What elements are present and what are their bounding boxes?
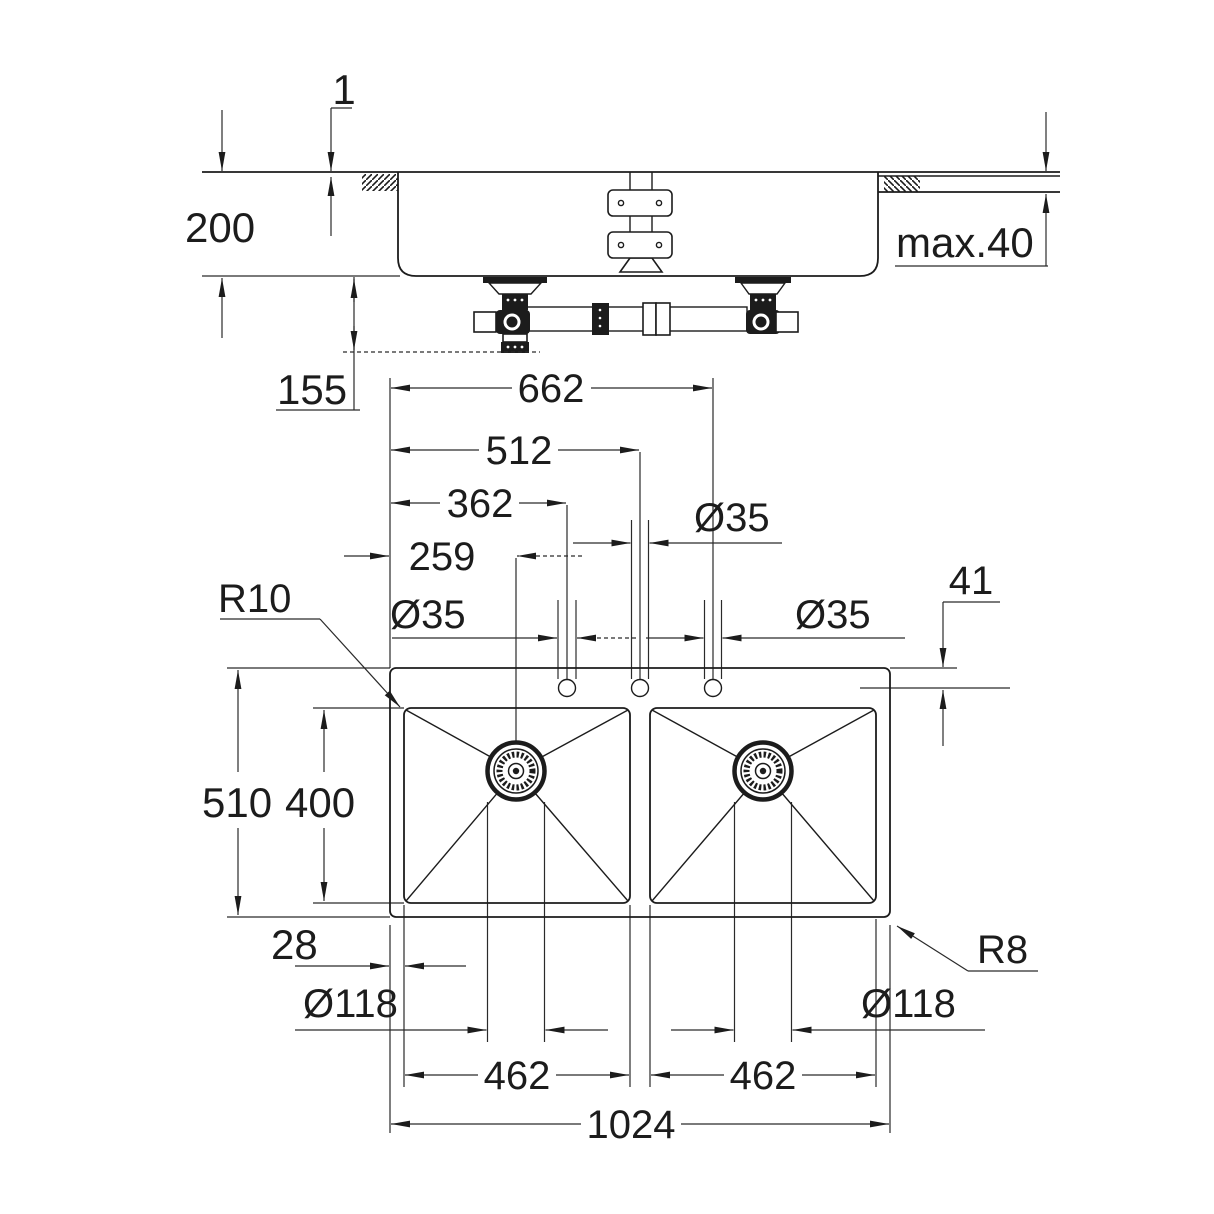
- dim-rim-height-label: 1: [332, 66, 355, 113]
- drain-trap-left: [473, 277, 547, 353]
- dim-counter-thickness-label: max.40: [896, 219, 1034, 266]
- dim-462-right-label: 462: [730, 1054, 797, 1098]
- counter-section: [202, 171, 1060, 193]
- dim-sink-depth: 200: [185, 110, 255, 338]
- dim-counter-thickness: max.40: [895, 112, 1050, 267]
- dim-tap-hole-dia-center: Ø35: [573, 496, 782, 547]
- screw-hole: [617, 241, 625, 249]
- bowl-left: [403, 707, 631, 904]
- counter-hatch-right: [884, 176, 920, 192]
- dim-dia118-left-label: Ø118: [303, 982, 398, 1026]
- dim-overall-width: 1024: [391, 1103, 889, 1147]
- clamp-plate-upper: [607, 189, 673, 217]
- clamp-plate-lower: [607, 231, 673, 259]
- dim-bowl-width-right: 462: [651, 1054, 875, 1098]
- dim-512-label: 512: [486, 429, 553, 473]
- dim-28-label: 28: [271, 921, 318, 968]
- dim-rim-height: 1: [327, 66, 356, 236]
- sink-outer-plan: [389, 667, 891, 918]
- dim-41-label: 41: [949, 559, 994, 603]
- side-view: 1 200 155 max.40: [185, 66, 1060, 413]
- dim-259-label: 259: [409, 535, 476, 579]
- dim-dia118-right-label: Ø118: [861, 982, 956, 1026]
- dim-dia35-left-label: Ø35: [390, 593, 466, 637]
- dim-400-label: 400: [285, 779, 355, 826]
- tap-hole-center: [630, 678, 650, 698]
- dim-bowl-corner-radius: R10: [218, 577, 401, 708]
- dim-362-label: 362: [447, 482, 514, 526]
- dim-bowl-depth: 400: [285, 710, 355, 901]
- dim-tap-hole-right-offset: 662: [391, 367, 712, 411]
- plan-view: 662 512 362 Ø35 259 Ø35: [202, 367, 1038, 1147]
- extension-lines: [227, 378, 1010, 1133]
- dim-r10-label: R10: [218, 577, 291, 621]
- dim-bowl-edge-inset: 28: [271, 921, 466, 970]
- dim-tap-hole-center-offset: 512: [391, 429, 639, 473]
- dim-510-label: 510: [202, 779, 272, 826]
- screw-hole: [655, 199, 663, 207]
- dim-dia35-right-label: Ø35: [795, 593, 871, 637]
- bowl-right: [649, 707, 877, 904]
- tap-hole-left: [557, 678, 577, 698]
- dim-tap-hole-back-offset: 41: [939, 559, 1000, 746]
- dim-tap-hole-dia-left: Ø35: [390, 593, 636, 642]
- dim-1024-label: 1024: [587, 1103, 676, 1147]
- tap-hole-right: [703, 678, 723, 698]
- dim-drain-clearance-label: 155: [277, 366, 347, 413]
- screw-hole: [655, 241, 663, 249]
- dim-bowl-width-left: 462: [405, 1054, 629, 1098]
- connecting-pipe: [526, 302, 748, 336]
- drain-left: [485, 740, 547, 802]
- sink-body-side: [202, 172, 879, 277]
- dim-462-left-label: 462: [484, 1054, 551, 1098]
- mounting-clamp: [607, 172, 673, 273]
- dim-tap-hole-dia-right: Ø35: [646, 593, 905, 642]
- screw-hole: [617, 199, 625, 207]
- counter-hatch-left: [362, 174, 398, 191]
- drain-trap-right: [735, 277, 799, 334]
- dim-dia35-center-label: Ø35: [694, 496, 770, 540]
- dim-outer-corner-radius: R8: [896, 925, 1038, 972]
- dim-662-label: 662: [518, 367, 585, 411]
- dim-tap-hole-left-offset: 362: [391, 482, 566, 526]
- drain-assembly: [343, 277, 799, 353]
- dim-sink-depth-label: 200: [185, 204, 255, 251]
- dim-overall-depth: 510: [202, 670, 272, 915]
- dim-drain-dia-right: Ø118: [671, 982, 985, 1034]
- tap-holes: [557, 678, 723, 698]
- dim-drain-center-offset: 259: [344, 535, 582, 579]
- drain-right: [732, 740, 794, 802]
- dim-drain-dia-left: Ø118: [295, 982, 608, 1034]
- dim-drain-clearance: 155: [276, 277, 360, 413]
- dim-r8-label: R8: [977, 928, 1028, 972]
